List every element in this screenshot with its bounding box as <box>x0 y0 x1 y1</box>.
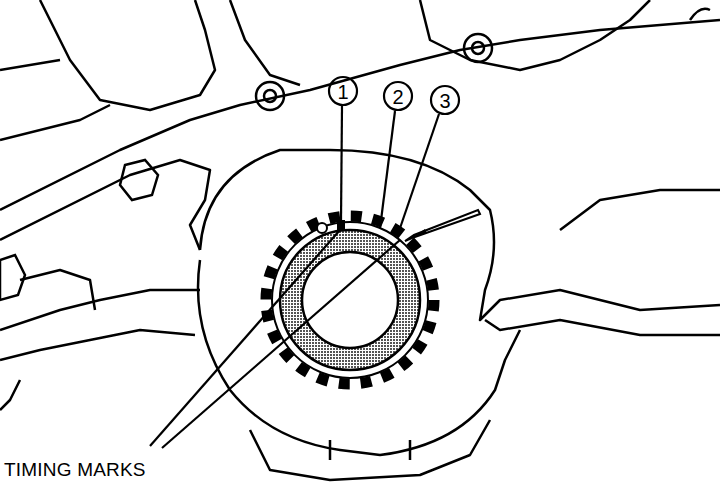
crankshaft-bore <box>302 252 398 348</box>
callout-circle <box>329 77 357 105</box>
callout-circle <box>384 82 412 110</box>
callouts <box>150 77 459 448</box>
scribe-tool <box>405 210 480 241</box>
hex-bolt <box>0 255 25 300</box>
block-edge <box>0 270 95 410</box>
bolt-boss <box>464 34 492 62</box>
bolt-hole <box>264 90 276 102</box>
leader-line <box>150 230 340 446</box>
block-edge <box>330 440 410 460</box>
callout-number: 3 <box>439 91 450 111</box>
block-edge <box>0 20 720 210</box>
block-edge <box>0 60 110 140</box>
sprocket-dot <box>317 223 327 233</box>
scribe-tip <box>413 229 427 237</box>
callout-number: 2 <box>392 87 403 107</box>
block-edge <box>0 160 210 250</box>
crankshaft-sprocket <box>266 216 434 384</box>
block-edge <box>560 190 720 230</box>
hex-bolt <box>120 160 158 200</box>
cover-outline <box>485 320 720 335</box>
engine-block <box>0 0 720 480</box>
block-edge <box>230 0 300 85</box>
leader-line <box>380 111 395 228</box>
leader-line <box>162 240 400 448</box>
block-edge <box>420 0 650 70</box>
timing-mark <box>337 220 345 230</box>
bolt-boss <box>256 82 284 110</box>
leader-line <box>398 114 439 234</box>
sprocket-teeth <box>266 216 434 384</box>
caption-label: TIMING MARKS <box>4 460 146 479</box>
callout-circle <box>431 86 459 114</box>
sprocket-hub <box>280 230 420 370</box>
scribe-pointer <box>405 210 480 241</box>
bolt-bosses <box>0 34 492 300</box>
leader-line <box>341 106 342 220</box>
cover-outline <box>250 420 490 480</box>
bolt-hole <box>472 42 484 54</box>
block-edge <box>0 330 195 360</box>
sprocket-body <box>272 222 428 378</box>
block-edge <box>0 290 200 330</box>
block-edge <box>690 9 710 20</box>
callout-number: 1 <box>337 82 348 102</box>
block-edge <box>40 0 215 110</box>
